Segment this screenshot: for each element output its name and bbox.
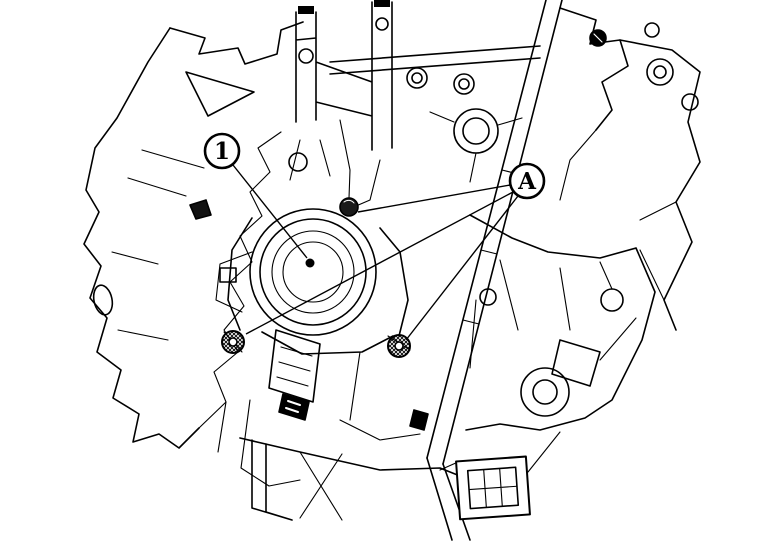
top-bracket <box>329 45 541 183</box>
callout-1-label: 1 <box>214 138 230 165</box>
leader-line-A-left-bolt <box>245 191 514 335</box>
callout-1: 1 <box>203 132 315 268</box>
pump-cover-housing <box>221 197 411 358</box>
leader-line-A-right-bolt <box>405 195 519 341</box>
leader-line-A-top-bolt <box>357 184 511 213</box>
top-towers <box>288 0 393 207</box>
grid-window <box>455 455 531 521</box>
engine-line-art <box>83 0 701 541</box>
callout-A: A <box>245 162 546 341</box>
leader-line-1 <box>232 164 308 259</box>
callout-A-circle <box>508 162 546 200</box>
left-casting <box>83 21 304 449</box>
sensor-connector <box>215 251 321 421</box>
bolt-head-dark <box>409 409 429 431</box>
callouts: 1 A <box>203 132 546 341</box>
callout-1-circle <box>203 132 241 170</box>
cover-outer-circle <box>249 208 377 336</box>
bottom-bracket <box>217 351 561 521</box>
right-casting <box>465 214 656 431</box>
callout-A-label: A <box>517 168 537 195</box>
right-flange <box>559 7 701 331</box>
leader-dot-1 <box>305 258 315 268</box>
